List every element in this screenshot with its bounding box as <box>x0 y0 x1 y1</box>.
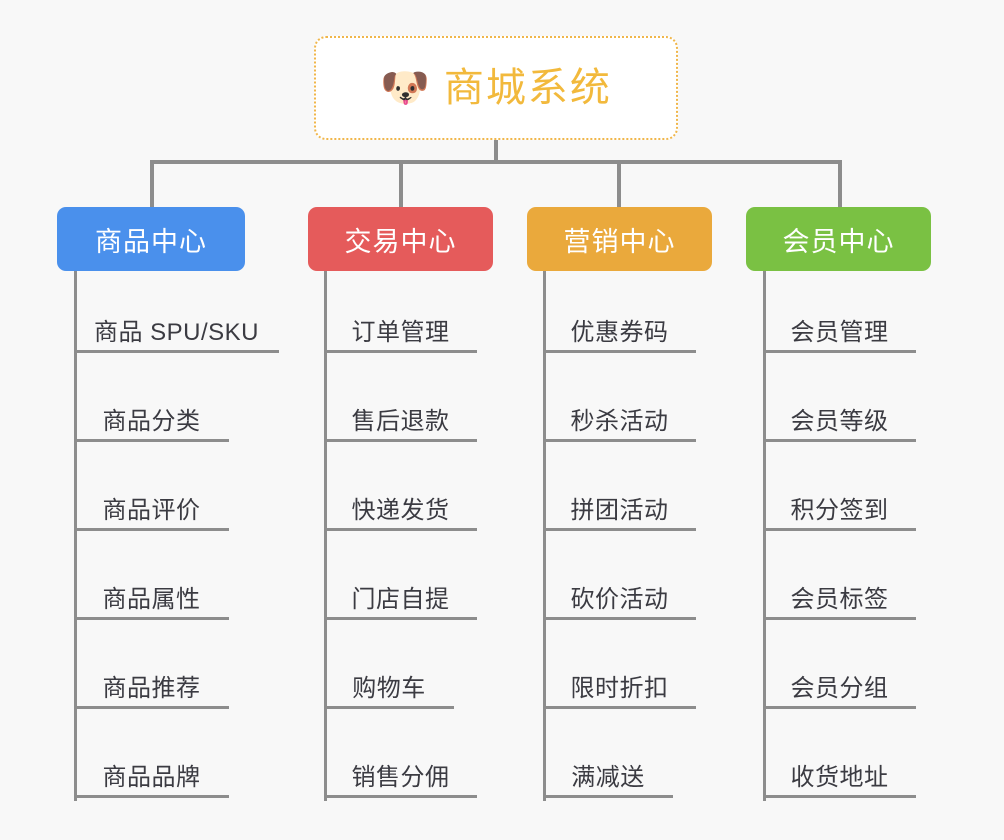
leaf-item[interactable]: 秒杀活动 <box>543 400 696 442</box>
leaf-item-label: 销售分佣 <box>351 764 450 791</box>
category-header-label: 营销中心 <box>563 226 676 257</box>
category-header-member-center[interactable]: 会员中心 <box>746 207 931 271</box>
leaf-item[interactable]: 拼团活动 <box>543 489 696 531</box>
branch-trunk-trade-center <box>324 271 327 801</box>
leaf-item[interactable]: 优惠券码 <box>543 311 696 353</box>
leaf-item-label: 秒杀活动 <box>570 408 669 435</box>
leaf-item-label: 优惠券码 <box>570 319 669 346</box>
leaf-item-label: 满减送 <box>571 764 645 791</box>
leaf-item-label: 商品推荐 <box>102 675 201 702</box>
category-header-trade-center[interactable]: 交易中心 <box>308 207 493 271</box>
drop-line-product-center <box>150 160 154 208</box>
leaf-item-label: 购物车 <box>352 675 426 702</box>
leaf-item[interactable]: 销售分佣 <box>324 756 477 798</box>
leaf-item-label: 商品品牌 <box>102 764 201 791</box>
category-header-label: 交易中心 <box>344 226 457 257</box>
leaf-item-label: 快递发货 <box>351 497 450 524</box>
root-node-shop-system[interactable]: 🐶 商城系统 <box>314 36 678 140</box>
leaf-item[interactable]: 快递发货 <box>324 489 477 531</box>
leaf-item[interactable]: 会员分组 <box>763 667 916 709</box>
leaf-item[interactable]: 购物车 <box>324 667 454 709</box>
leaf-item-label: 商品分类 <box>102 408 201 435</box>
leaf-item-label: 商品属性 <box>102 586 201 613</box>
branch-trunk-member-center <box>763 271 766 801</box>
leaf-item-label: 会员管理 <box>790 319 889 346</box>
leaf-item-label: 积分签到 <box>790 497 889 524</box>
leaf-item-label: 售后退款 <box>351 408 450 435</box>
leaf-item-label: 会员标签 <box>790 586 889 613</box>
drop-line-trade-center <box>399 160 403 208</box>
leaf-item[interactable]: 商品评价 <box>74 489 229 531</box>
leaf-item-label: 限时折扣 <box>570 675 669 702</box>
root-node-title: 商城系统 <box>443 66 612 110</box>
leaf-item[interactable]: 售后退款 <box>324 400 477 442</box>
leaf-item-label: 会员等级 <box>790 408 889 435</box>
leaf-item[interactable]: 限时折扣 <box>543 667 696 709</box>
leaf-item[interactable]: 积分签到 <box>763 489 916 531</box>
leaf-item-label: 商品评价 <box>102 497 201 524</box>
category-header-label: 会员中心 <box>782 226 895 257</box>
drop-line-member-center <box>838 160 842 208</box>
leaf-item[interactable]: 会员标签 <box>763 578 916 620</box>
leaf-item[interactable]: 商品推荐 <box>74 667 229 709</box>
leaf-item-label: 订单管理 <box>351 319 450 346</box>
leaf-item-label: 商品 SPU/SKU <box>93 319 260 346</box>
leaf-item[interactable]: 会员管理 <box>763 311 916 353</box>
leaf-item[interactable]: 砍价活动 <box>543 578 696 620</box>
leaf-item[interactable]: 满减送 <box>543 756 673 798</box>
leaf-item[interactable]: 商品 SPU/SKU <box>74 311 279 353</box>
category-header-marketing-center[interactable]: 营销中心 <box>527 207 712 271</box>
leaf-item[interactable]: 订单管理 <box>324 311 477 353</box>
leaf-item[interactable]: 会员等级 <box>763 400 916 442</box>
branch-trunk-marketing-center <box>543 271 546 801</box>
root-stem-line <box>494 140 498 164</box>
leaf-item-label: 砍价活动 <box>570 586 669 613</box>
leaf-item[interactable]: 商品品牌 <box>74 756 229 798</box>
leaf-item[interactable]: 门店自提 <box>324 578 477 620</box>
category-header-label: 商品中心 <box>95 226 207 257</box>
leaf-item-label: 会员分组 <box>790 675 889 702</box>
leaf-item[interactable]: 商品属性 <box>74 578 229 620</box>
shiba-dog-face-icon: 🐶 <box>380 65 430 111</box>
horizontal-bus-line <box>150 160 842 164</box>
drop-line-marketing-center <box>617 160 621 208</box>
leaf-item[interactable]: 收货地址 <box>763 756 916 798</box>
leaf-item-label: 拼团活动 <box>570 497 669 524</box>
leaf-item-label: 门店自提 <box>351 586 450 613</box>
leaf-item-label: 收货地址 <box>790 764 889 791</box>
branch-trunk-product-center <box>74 271 77 801</box>
category-header-product-center[interactable]: 商品中心 <box>57 207 245 271</box>
leaf-item[interactable]: 商品分类 <box>74 400 229 442</box>
